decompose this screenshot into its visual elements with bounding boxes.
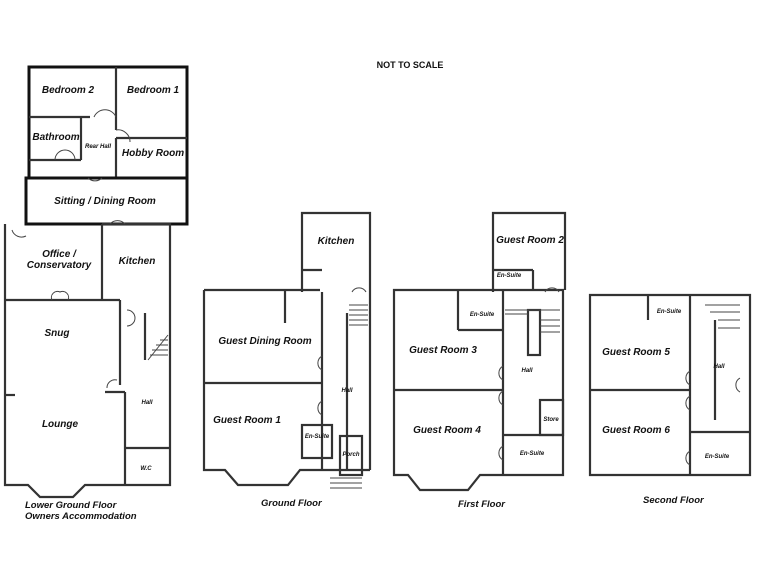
second-floor-plan	[588, 293, 752, 477]
room-ensuite-6: En-Suite	[705, 454, 730, 460]
room-guest-2: Guest Room 2	[496, 235, 564, 246]
room-store: Store	[543, 417, 559, 423]
room-ensuite-5: En-Suite	[657, 309, 682, 315]
room-hall-g: Hall	[341, 388, 352, 394]
room-bedroom-2: Bedroom 2	[42, 85, 95, 96]
caption-owners: Owners Accommodation	[25, 511, 137, 522]
room-hall-2: Hall	[713, 364, 724, 370]
room-ensuite-2: En-Suite	[497, 273, 522, 279]
room-bathroom: Bathroom	[32, 132, 79, 143]
room-guest-dining: Guest Dining Room	[218, 336, 311, 347]
room-ensuite-g: En-Suite	[305, 434, 330, 440]
room-guest-6: Guest Room 6	[602, 425, 670, 436]
room-guest-3: Guest Room 3	[409, 345, 477, 356]
room-hall-lg: Hall	[141, 400, 152, 406]
room-porch: Porch	[342, 452, 359, 458]
room-ensuite-3: En-Suite	[470, 312, 495, 318]
room-lounge: Lounge	[42, 419, 79, 430]
caption-lower-ground: Lower Ground Floor	[25, 500, 118, 511]
room-conservatory: Conservatory	[27, 260, 92, 271]
ground-floor-plan	[202, 211, 372, 489]
room-snug: Snug	[45, 328, 70, 339]
room-guest-5: Guest Room 5	[602, 347, 670, 358]
caption-first: First Floor	[458, 499, 506, 510]
room-wc: W.C	[140, 466, 152, 472]
room-guest-4: Guest Room 4	[413, 425, 481, 436]
room-rear-hall: Rear Hall	[85, 144, 111, 150]
room-guest-1: Guest Room 1	[213, 415, 281, 426]
caption-ground: Ground Floor	[261, 498, 323, 509]
room-kitchen-g: Kitchen	[318, 236, 355, 247]
not-to-scale-label: NOT TO SCALE	[377, 60, 444, 70]
lower-ground-floor-plan	[3, 65, 189, 499]
room-sitting-dining: Sitting / Dining Room	[54, 196, 156, 207]
room-office: Office /	[42, 249, 77, 260]
room-kitchen-lg: Kitchen	[119, 256, 156, 267]
room-hobby: Hobby Room	[122, 148, 184, 159]
room-bedroom-1: Bedroom 1	[127, 85, 180, 96]
caption-second: Second Floor	[643, 495, 705, 506]
room-ensuite-4: En-Suite	[520, 451, 545, 457]
room-hall-1: Hall	[521, 368, 532, 374]
first-floor-plan	[392, 211, 567, 492]
